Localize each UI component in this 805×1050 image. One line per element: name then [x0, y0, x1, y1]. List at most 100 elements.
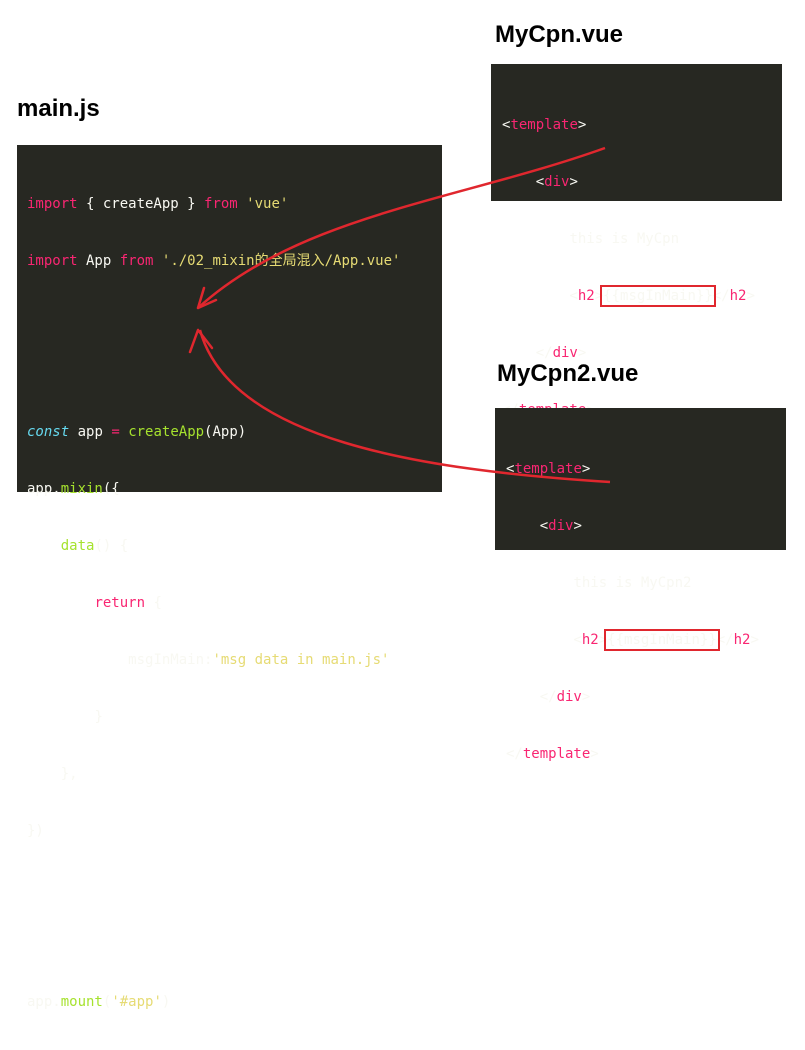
code-line-close3: }): [27, 822, 400, 841]
mount-open: (: [102, 994, 112, 1010]
gt: >: [581, 461, 591, 477]
mount-close: ): [161, 994, 171, 1010]
gt: >: [590, 746, 599, 762]
h2-tag: h2: [577, 288, 595, 304]
cpn-line-template-open: <template>: [502, 116, 755, 135]
cpn2-text: this is MyCpn2: [573, 575, 692, 591]
cpn-text: this is MyCpn: [569, 231, 680, 247]
msg-in-main-key: msgInMain: [128, 652, 205, 668]
cpn2-code-panel: <template> <div> this is MyCpn2 <h2>{{ms…: [495, 408, 786, 762]
gt: >: [569, 174, 578, 190]
code-line-prop: msgInMain:'msg data in main.js': [27, 651, 400, 670]
mount-selector: '#app': [111, 994, 162, 1010]
close-brace: }): [27, 823, 44, 839]
code-line-mixin: app.mixin({: [27, 480, 400, 499]
from-keyword: from: [119, 253, 154, 269]
lt: <: [535, 174, 545, 190]
cpn-line-div-open: <div>: [502, 173, 755, 192]
close-lt: </: [535, 345, 553, 361]
lt: <: [569, 288, 578, 304]
cpn2-line-div-close: </div>: [506, 688, 759, 707]
close-lt: </: [716, 632, 734, 648]
code-line-data: data() {: [27, 537, 400, 556]
gt: >: [577, 345, 587, 361]
arrow-cpn-to-main: [197, 146, 606, 309]
div-tag: div: [548, 518, 574, 534]
data-rest: () {: [94, 538, 129, 554]
mount-object: app.: [27, 994, 61, 1010]
close-brace: }: [94, 709, 103, 725]
msg-in-main-value: 'msg data in main.js': [212, 652, 390, 668]
mixin-call: mixin: [60, 481, 103, 497]
mixin-open: ({: [102, 481, 120, 497]
gt: >: [573, 518, 582, 534]
import-source: './02_mixin的全局混入/App.vue': [161, 253, 401, 269]
close-lt: </: [712, 288, 730, 304]
cpn-title: MyCpn.vue: [495, 21, 624, 48]
import-keyword: import: [27, 253, 78, 269]
arrow-overlay: [188, 146, 611, 484]
gt: >: [581, 689, 591, 705]
create-app-call: createApp: [128, 424, 205, 440]
prop-colon: :: [204, 652, 213, 668]
assign-operator: =: [111, 424, 120, 440]
cpn2-line-template-close: </template>: [506, 745, 759, 764]
template-tag: template: [510, 117, 578, 133]
import-names: App: [77, 253, 120, 269]
code-line-import2: import App from './02_mixin的全局混入/App.vue…: [27, 252, 400, 271]
close-lt: </: [539, 689, 557, 705]
lt: <: [502, 117, 511, 133]
arrowhead-cpn: [196, 286, 218, 310]
main-title: main.js: [17, 95, 100, 122]
app-variable: app: [69, 424, 112, 440]
code-line-mount: app.mount('#app'): [27, 993, 400, 1012]
gt: >: [746, 288, 755, 304]
cpn-line-div-close: </div>: [502, 344, 755, 363]
code-line-return: return {: [27, 594, 400, 613]
template-tag: template: [522, 746, 591, 762]
code-line-import1: import { createApp } from 'vue': [27, 195, 400, 214]
return-rest: {: [145, 595, 162, 611]
gt: >: [577, 117, 587, 133]
div-tag: div: [552, 345, 578, 361]
template-tag: template: [514, 461, 582, 477]
mount-call: mount: [60, 994, 103, 1010]
cpn-line-text: this is MyCpn: [502, 230, 755, 249]
main-code-panel: import { createApp } from 'vue' import A…: [17, 145, 442, 1010]
arrow-cpn2-to-main: [198, 329, 611, 484]
gt: >: [598, 632, 608, 648]
return-keyword: return: [94, 595, 146, 611]
code-line-close2: },: [27, 765, 400, 784]
cpn2-line-text: this is MyCpn2: [506, 574, 759, 593]
cpn2-title: MyCpn2.vue: [497, 360, 639, 387]
div-tag: div: [556, 689, 582, 705]
code-line-close1: }: [27, 708, 400, 727]
div-tag: div: [544, 174, 570, 190]
cpn2-line-h2: <h2>{{msgInMain}}</h2>: [506, 629, 759, 651]
gt: >: [594, 288, 604, 304]
code-line-const: const app = createApp(App): [27, 423, 400, 442]
h2-tag: h2: [729, 288, 747, 304]
close-brace: },: [60, 766, 78, 782]
lt: <: [506, 461, 515, 477]
cpn2-line-div-open: <div>: [506, 517, 759, 536]
create-app-args: (App): [204, 424, 247, 440]
cpn2-mustache-highlight: {{msgInMain}}: [604, 629, 720, 651]
lt: <: [573, 632, 582, 648]
import-keyword: import: [27, 196, 78, 212]
h2-tag: h2: [733, 632, 751, 648]
close-lt: </: [506, 746, 523, 762]
h2-tag: h2: [581, 632, 599, 648]
cpn2-line-template-open: <template>: [506, 460, 759, 479]
gt: >: [750, 632, 759, 648]
cpn-mustache-highlight: {{msgInMain}}: [600, 285, 716, 307]
from-keyword: from: [204, 196, 238, 212]
data-function: data: [60, 538, 95, 554]
lt: <: [539, 518, 549, 534]
import-source: 'vue': [246, 196, 289, 212]
import-names: { createApp }: [77, 196, 205, 212]
cpn-line-h2: <h2>{{msgInMain}}</h2>: [502, 285, 755, 307]
mixin-object: app.: [27, 481, 61, 497]
const-keyword: const: [27, 424, 70, 440]
arrowhead-cpn2: [188, 328, 214, 354]
